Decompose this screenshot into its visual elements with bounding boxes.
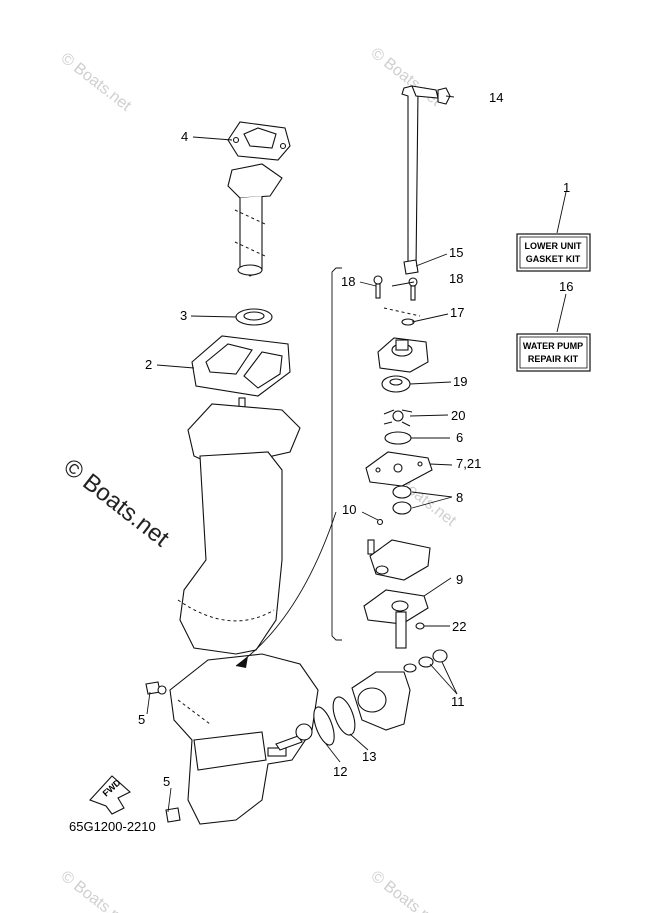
callout-18-right: 18: [449, 271, 463, 286]
watermark-tile: © Boats.net: [58, 868, 135, 913]
callout-18-left: 18: [341, 274, 355, 289]
repair-kit-line1: WATER PUMP: [523, 341, 583, 351]
watermark-tile: © Boats.net: [368, 45, 445, 110]
watermark-tile: © Boats.net: [368, 868, 445, 913]
gasket-kit-line2: GASKET KIT: [526, 254, 581, 264]
watermark-tile: © Boats.net: [58, 50, 135, 115]
callouts: 1 2 3 4 5 5 6 7,21 8 9 10 11 12 13 14 15…: [138, 90, 573, 789]
leader-lines: [146, 95, 567, 813]
callout-5a: 5: [138, 712, 145, 727]
callout-14: 14: [489, 90, 503, 105]
fwd-arrow-icon: FWD: [89, 775, 131, 815]
callout-17: 17: [450, 305, 464, 320]
water-pump-assembly: [275, 85, 451, 751]
callout-4: 4: [181, 129, 188, 144]
callout-8: 8: [456, 490, 463, 505]
callout-10: 10: [342, 502, 356, 517]
callout-19: 19: [453, 374, 467, 389]
callout-16: 16: [559, 279, 573, 294]
callout-6: 6: [456, 430, 463, 445]
callout-2: 2: [145, 357, 152, 372]
callout-5b: 5: [163, 774, 170, 789]
callout-3: 3: [180, 308, 187, 323]
callout-12: 12: [333, 764, 347, 779]
callout-20: 20: [451, 408, 465, 423]
callout-22: 22: [452, 619, 466, 634]
water-pump-repair-kit-box: WATER PUMP REPAIR KIT: [516, 333, 591, 372]
callout-15: 15: [449, 245, 463, 260]
bolt-18-right: [408, 277, 418, 301]
repair-kit-line2: REPAIR KIT: [528, 354, 579, 364]
callout-7-21: 7,21: [456, 456, 481, 471]
callout-9: 9: [456, 572, 463, 587]
callout-11: 11: [451, 694, 465, 709]
callout-13: 13: [362, 749, 376, 764]
diagram-code: 65G1200-2210: [69, 819, 156, 834]
watermark-large: © Boats.net: [58, 453, 174, 552]
lower-unit-gasket-kit-box: LOWER UNIT GASKET KIT: [516, 233, 591, 272]
bolt-18-left: [373, 275, 383, 299]
gasket-kit-line1: LOWER UNIT: [525, 241, 582, 251]
impeller: [383, 409, 413, 427]
callout-1: 1: [563, 180, 570, 195]
lower-casing-assembly: FWD: [89, 121, 337, 825]
